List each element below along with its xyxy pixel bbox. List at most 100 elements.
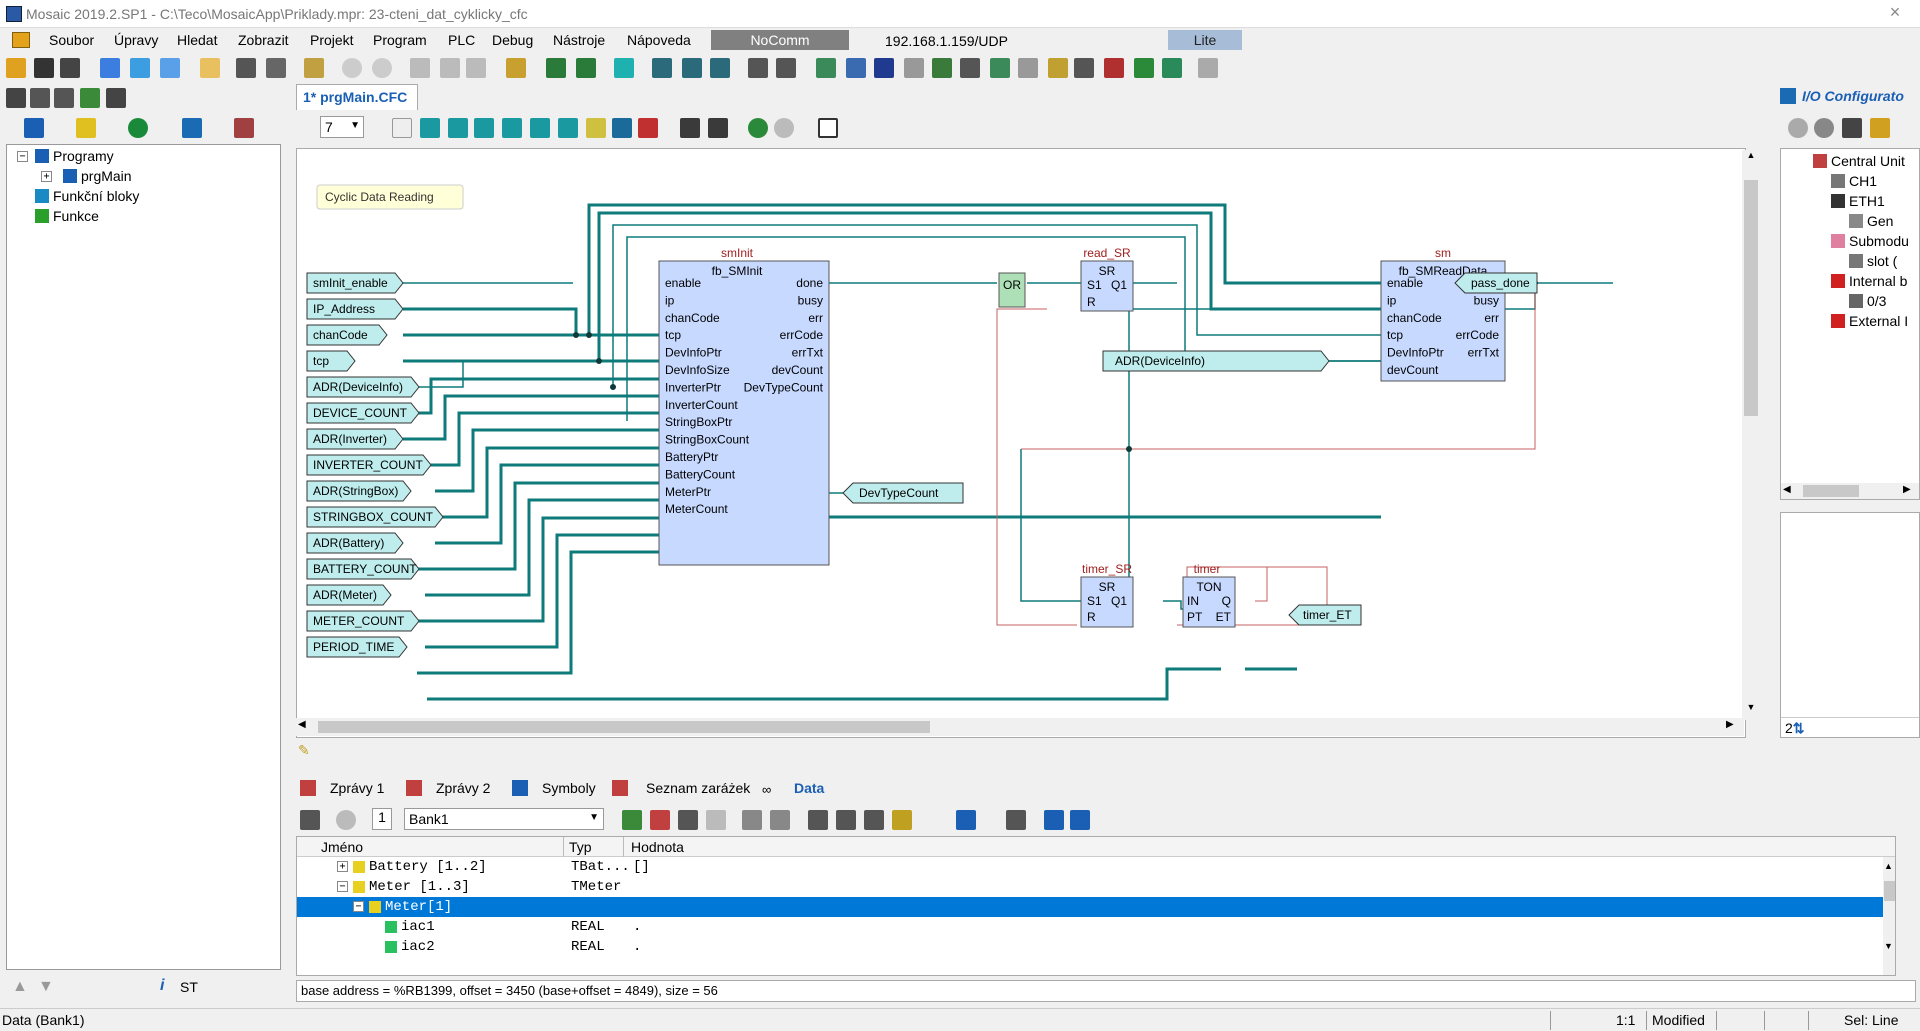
scroll-thumb[interactable] [1744, 180, 1758, 416]
tree-expander[interactable]: − [353, 901, 364, 912]
scroll-down-icon[interactable]: ▼ [1884, 941, 1893, 951]
add-watch-icon[interactable] [622, 810, 642, 830]
tab-data[interactable]: Data [794, 780, 825, 796]
input-tag[interactable]: ADR(StringBox) [306, 480, 412, 502]
input-tag[interactable]: ADR(Meter) [306, 584, 392, 606]
delete-tool-icon[interactable] [638, 118, 658, 138]
cfc-canvas[interactable]: Cyclic Data Reading [296, 148, 1746, 738]
panel-icon[interactable] [1048, 58, 1068, 78]
table-row[interactable]: −Meter[1] [297, 897, 1895, 917]
zoom-icon[interactable] [680, 118, 700, 138]
column-divider[interactable] [563, 837, 564, 857]
watch-tree-icon[interactable] [836, 810, 856, 830]
hardware-icon[interactable] [1842, 118, 1862, 138]
input-tag[interactable]: tcp [306, 350, 356, 372]
tab-seznam-zarazek[interactable]: Seznam zaráżek [646, 780, 751, 796]
input-tag[interactable]: DEVICE_COUNT [306, 402, 420, 424]
gear-icon[interactable] [1788, 118, 1808, 138]
close-icon[interactable]: × [1889, 2, 1901, 22]
editor-icon[interactable] [614, 58, 634, 78]
input-tag[interactable]: ADR(Inverter) [306, 428, 404, 450]
config-tab-icon[interactable] [182, 118, 202, 138]
split-h-icon[interactable] [776, 58, 796, 78]
input-tag[interactable]: PERIOD_TIME [306, 636, 408, 658]
box-tool-icon[interactable] [474, 118, 494, 138]
tree-item-funkce[interactable]: Funkce [35, 208, 99, 224]
comm-status[interactable]: NoComm [711, 30, 849, 50]
input-tag[interactable]: IP_Address [306, 298, 404, 320]
io-tree-item[interactable]: slot ( [1849, 253, 1897, 269]
menu-debug[interactable]: Debug [492, 32, 534, 48]
return-tool-icon[interactable] [558, 118, 578, 138]
io-settings-icon[interactable] [1870, 118, 1890, 138]
input-tags[interactable]: smInit_enableIP_AddresschanCodetcpADR(De… [306, 272, 444, 658]
tree-expander[interactable]: − [337, 881, 348, 892]
scroll-right-icon[interactable]: ▶ [1726, 719, 1734, 730]
table-row[interactable]: +Battery [1..2]TBat...[] [297, 857, 1895, 877]
io-tree-item[interactable]: Gen [1849, 213, 1893, 229]
info-icon[interactable]: i [160, 977, 165, 994]
io-tree-item[interactable]: CH1 [1831, 173, 1877, 189]
view-1-icon[interactable] [6, 88, 26, 108]
scroll-thumb[interactable] [1884, 881, 1895, 901]
gear-2-icon[interactable] [1814, 118, 1834, 138]
scroll-thumb[interactable] [318, 721, 930, 733]
tree-item-prgmain[interactable]: prgMain [63, 168, 132, 184]
input-tag[interactable]: ADR(Battery) [306, 532, 404, 554]
scroll-left-icon[interactable]: ◀ [298, 719, 306, 730]
settings-icon[interactable] [1162, 58, 1182, 78]
sminit-block[interactable]: smInit fb_SMInit enableipchanCodetcpDevI… [658, 246, 830, 566]
timer-sr-block[interactable]: timer_SR SR S1 R Q1 [1080, 562, 1134, 628]
menu-projekt[interactable]: Projekt [310, 32, 354, 48]
jump-tool-icon[interactable] [530, 118, 550, 138]
scroll-right-icon[interactable]: ▶ [1903, 484, 1911, 495]
find-ref-icon[interactable] [708, 118, 728, 138]
input-tag[interactable]: METER_COUNT [306, 610, 420, 632]
pencil-icon[interactable] [506, 58, 526, 78]
layout-1-icon[interactable] [652, 58, 672, 78]
arrow-up-icon[interactable]: ▲ [12, 978, 28, 995]
input-tag[interactable]: STRINGBOX_COUNT [306, 506, 444, 528]
watch-glasses-icon[interactable] [808, 810, 828, 830]
io-tree-item[interactable]: 0/3 [1849, 293, 1886, 309]
redo-icon[interactable] [774, 118, 794, 138]
remove-watch-icon[interactable] [650, 810, 670, 830]
pass-done-tag[interactable]: pass_done [1454, 272, 1538, 294]
watch-icon[interactable] [1018, 58, 1038, 78]
layout-2-data-icon[interactable] [1070, 810, 1090, 830]
menu-nastroje[interactable]: Nástroje [553, 32, 606, 48]
scroll-left-icon[interactable]: ◀ [1783, 484, 1791, 495]
stop-icon[interactable] [372, 58, 392, 78]
plc-icon[interactable] [1104, 58, 1124, 78]
download-icon[interactable] [874, 58, 894, 78]
scroll-up-icon[interactable]: ▲ [1884, 861, 1893, 871]
devtypecount-tag[interactable]: DevTypeCount [842, 482, 964, 504]
adr-devinfo-tag[interactable]: ADR(DeviceInfo) [1102, 350, 1330, 372]
step-out-icon[interactable] [466, 58, 486, 78]
bank-index[interactable]: 1 [372, 808, 392, 830]
tab-prgmain[interactable]: 1* prgMain.CFC [296, 84, 418, 110]
objects-tab-icon[interactable] [76, 118, 96, 138]
menu-napoveda[interactable]: Nápoveda [627, 32, 691, 48]
sort-icon[interactable]: ⇅ [1792, 720, 1805, 736]
grid-select[interactable]: 7▼ [320, 116, 364, 138]
refresh-icon[interactable] [336, 810, 356, 830]
table-row[interactable]: −Meter [1..3]TMeter [297, 877, 1895, 897]
menu-soubor[interactable]: Soubor [49, 32, 95, 48]
scroll-thumb[interactable] [1803, 485, 1859, 497]
tree-item-funkcni-bloky[interactable]: Funkční bloky [35, 188, 139, 204]
tree-expander[interactable]: − [17, 151, 28, 162]
connect-tool-icon[interactable] [612, 118, 632, 138]
split-v-icon[interactable] [748, 58, 768, 78]
canvas-horizontal-scrollbar[interactable]: ◀ ▶ [296, 718, 1744, 736]
find-icon[interactable] [304, 58, 324, 78]
new-file-icon[interactable] [200, 58, 220, 78]
timer-et-tag[interactable]: timer_ET [1288, 604, 1362, 626]
io-tree-item[interactable]: Central Unit [1813, 153, 1905, 169]
save-icon[interactable] [34, 58, 54, 78]
tools-icon[interactable] [1074, 58, 1094, 78]
pointer-icon[interactable] [392, 118, 412, 138]
io-tree-item[interactable]: External I [1831, 313, 1908, 329]
